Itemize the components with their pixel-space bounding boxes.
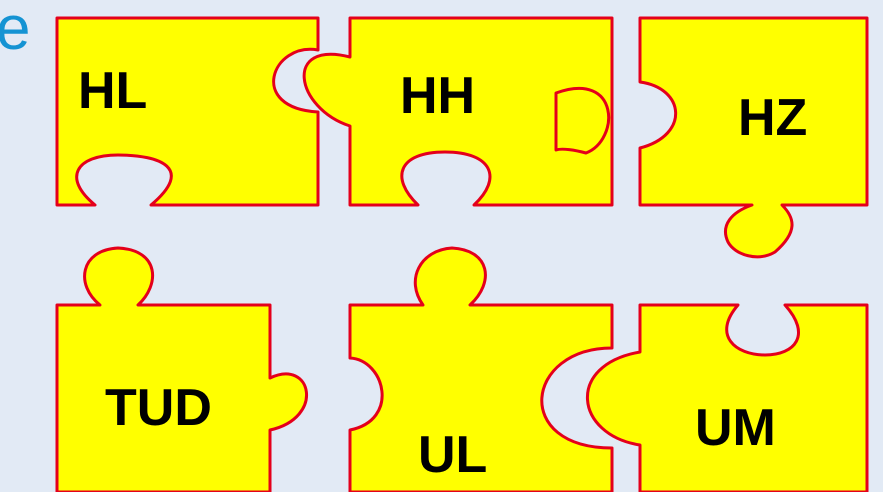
puzzle-piece-um: UM — [587, 305, 867, 492]
puzzle-piece-ul: UL — [350, 248, 612, 492]
puzzle-piece-hl-label: HL — [78, 62, 147, 120]
puzzle-piece-hh-label: HH — [400, 67, 475, 125]
puzzle-piece-hz-label: HZ — [738, 89, 807, 147]
puzzle-piece-ul-label: UL — [418, 426, 487, 484]
puzzle-piece-tud: TUD — [57, 248, 307, 492]
puzzle-piece-hz: HZ — [640, 18, 867, 257]
puzzle-piece-tud-label: TUD — [105, 379, 212, 437]
puzzle-piece-hh: HH — [304, 18, 612, 205]
puzzle-piece-tud-shape — [57, 248, 307, 492]
puzzle-piece-hl: HL — [57, 18, 318, 205]
puzzle-piece-um-label: UM — [695, 399, 776, 457]
